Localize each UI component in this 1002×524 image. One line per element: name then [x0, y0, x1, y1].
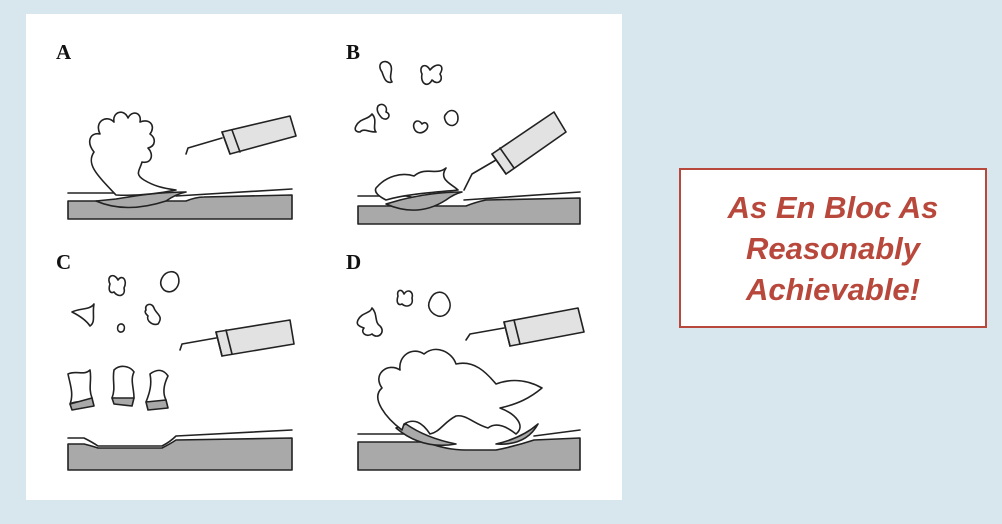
figure-panel: A B C D — [26, 14, 622, 500]
panel-c-floating-fragments — [71, 270, 180, 333]
panel-d-tissue-wall — [357, 429, 581, 471]
panel-d-illustration — [356, 289, 585, 471]
panel-a-endoscope — [185, 115, 297, 155]
panel-d-label: D — [346, 250, 362, 274]
en-bloc-callout-box: As En Bloc As Reasonably Achievable! — [679, 168, 987, 328]
panel-a-resected-mucosa — [88, 111, 187, 209]
panel-b-illustration — [354, 60, 581, 225]
panel-c-label: C — [56, 250, 72, 274]
callout-line-3: Achievable! — [745, 271, 920, 307]
resection-diagram — [67, 60, 585, 471]
panel-b-endoscope — [463, 111, 567, 191]
panel-b-fragments — [354, 60, 459, 134]
panel-d-fragments — [356, 289, 451, 337]
panel-c-resected-pieces — [67, 365, 169, 411]
callout-line-1: As En Bloc As — [727, 189, 939, 225]
panel-c-tissue-wall — [67, 429, 293, 471]
panel-d-endoscope — [465, 307, 585, 347]
panel-a-illustration — [67, 111, 297, 220]
panel-b-label: B — [346, 40, 361, 64]
panel-a-label: A — [56, 40, 72, 64]
panel-d-resected-mucosa — [377, 348, 543, 447]
panel-c-endoscope — [179, 319, 295, 357]
panel-b-resected-mucosa — [374, 167, 463, 211]
panel-c-illustration — [67, 270, 295, 471]
callout-line-2: Reasonably — [745, 230, 920, 266]
